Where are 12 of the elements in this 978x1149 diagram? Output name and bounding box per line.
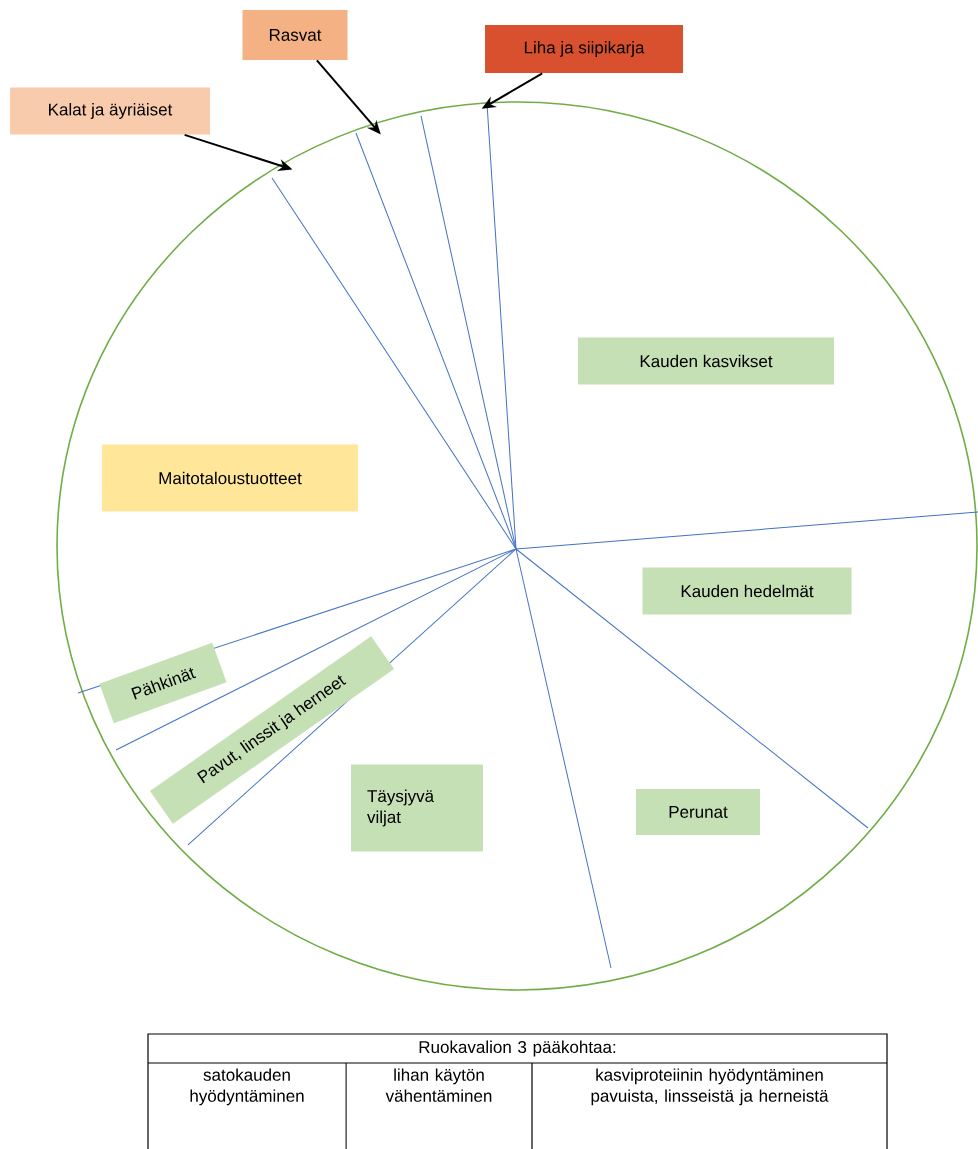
label-box: Kauden hedelmät <box>642 567 852 615</box>
label-box: Perunat <box>636 789 760 835</box>
label-box: Rasvat <box>242 9 348 60</box>
table-cell: lihan käytön vähentäminen <box>385 1068 492 1102</box>
table-cell: kasviproteiinin hyödyntäminen pavuista, linsseistä ja herneistä <box>591 1068 829 1106</box>
table-cell: satokauden hyödyntäminen <box>190 1068 304 1106</box>
label-box: Maitotaloustuotteet <box>102 444 358 512</box>
label-box: Kauden kasvikset <box>578 337 834 385</box>
label-box: Täysjyvä viljat <box>351 764 483 852</box>
label-box: Liha ja siipikarja <box>485 25 683 73</box>
label-box: Kalat ja äyriäiset <box>10 87 210 135</box>
table-cell: Ruokavalion 3 pääkohtaa: <box>419 1040 616 1057</box>
